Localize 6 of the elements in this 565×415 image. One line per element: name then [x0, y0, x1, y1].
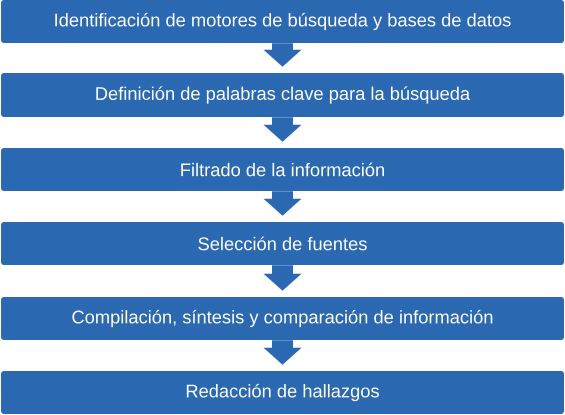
process-box: Definición de palabras clave para la búsqueda [1, 73, 564, 117]
process-box: Identificación de motores de búsqueda y bases de datos [1, 0, 564, 43]
process-box: Redacción de hallazgos [1, 371, 564, 414]
process-box: Filtrado de la información [1, 148, 564, 191]
process-box: Compilación, síntesis y comparación de información [1, 297, 564, 340]
process-box: Selección de fuentes [1, 222, 564, 265]
